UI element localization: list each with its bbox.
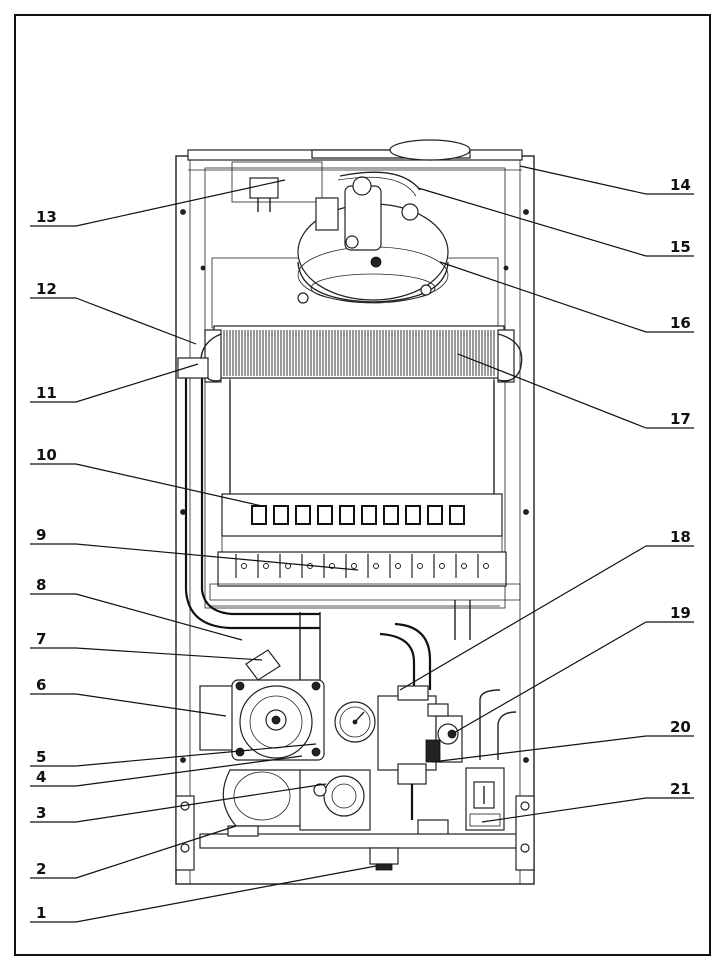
callout-19-label: 19: [670, 604, 691, 622]
callout-20-label: 20: [670, 718, 691, 736]
callout-18-label: 18: [670, 528, 691, 546]
callout-7: 7: [30, 630, 263, 661]
callout-21-label: 21: [670, 780, 691, 798]
callout-11: 11: [30, 363, 199, 403]
callout-8: 8: [30, 576, 243, 641]
callout-2-label: 2: [36, 860, 46, 878]
callout-6: 6: [30, 676, 227, 717]
callout-12: 12: [30, 280, 197, 345]
pressure-gauge: [334, 701, 376, 743]
callout-9: 9: [30, 526, 359, 571]
callout-4: 4: [30, 755, 303, 787]
callout-14: 14: [519, 165, 694, 195]
drawing-frame: [14, 14, 711, 956]
callout-7-label: 7: [36, 630, 46, 648]
callout-2: 2: [30, 825, 237, 879]
callout-20: 20: [431, 718, 694, 763]
callout-11-label: 11: [36, 384, 57, 402]
callout-14-label: 14: [670, 176, 691, 194]
callout-9-label: 9: [36, 526, 46, 544]
callout-17-label: 17: [670, 410, 691, 428]
callout-6-label: 6: [36, 676, 46, 694]
callout-15: 15: [417, 187, 694, 257]
callout-5: 5: [30, 743, 317, 767]
callout-16-label: 16: [670, 314, 691, 332]
mounting-holes: [180, 209, 529, 763]
callout-1-label: 1: [36, 904, 46, 922]
fan-assembly: [231, 139, 471, 304]
callout-21: 21: [481, 780, 694, 823]
callout-8-label: 8: [36, 576, 46, 594]
callout-4-label: 4: [36, 768, 46, 786]
bottom-plate: [199, 825, 519, 871]
callout-15-label: 15: [670, 238, 691, 256]
heat-exchanger: [200, 325, 523, 495]
callout-17: 17: [457, 353, 694, 429]
callout-12-label: 12: [36, 280, 57, 298]
callouts: 13 12 11 10 9 8 7: [30, 165, 694, 923]
callout-3: 3: [30, 783, 327, 823]
callout-13-label: 13: [36, 208, 57, 226]
bottom-components: [222, 763, 505, 837]
callout-16: 16: [439, 261, 694, 333]
callout-1: 1: [30, 865, 377, 923]
callout-10-label: 10: [36, 446, 57, 464]
callout-13: 13: [30, 179, 286, 227]
burner: [209, 493, 521, 601]
callout-18: 18: [399, 528, 694, 691]
pump: [199, 649, 325, 761]
gas-valve: [377, 685, 463, 771]
callout-3-label: 3: [36, 804, 46, 822]
callout-19: 19: [451, 604, 694, 735]
boiler-body: [175, 139, 535, 885]
callout-5-label: 5: [36, 748, 46, 766]
callout-10: 10: [30, 446, 263, 507]
